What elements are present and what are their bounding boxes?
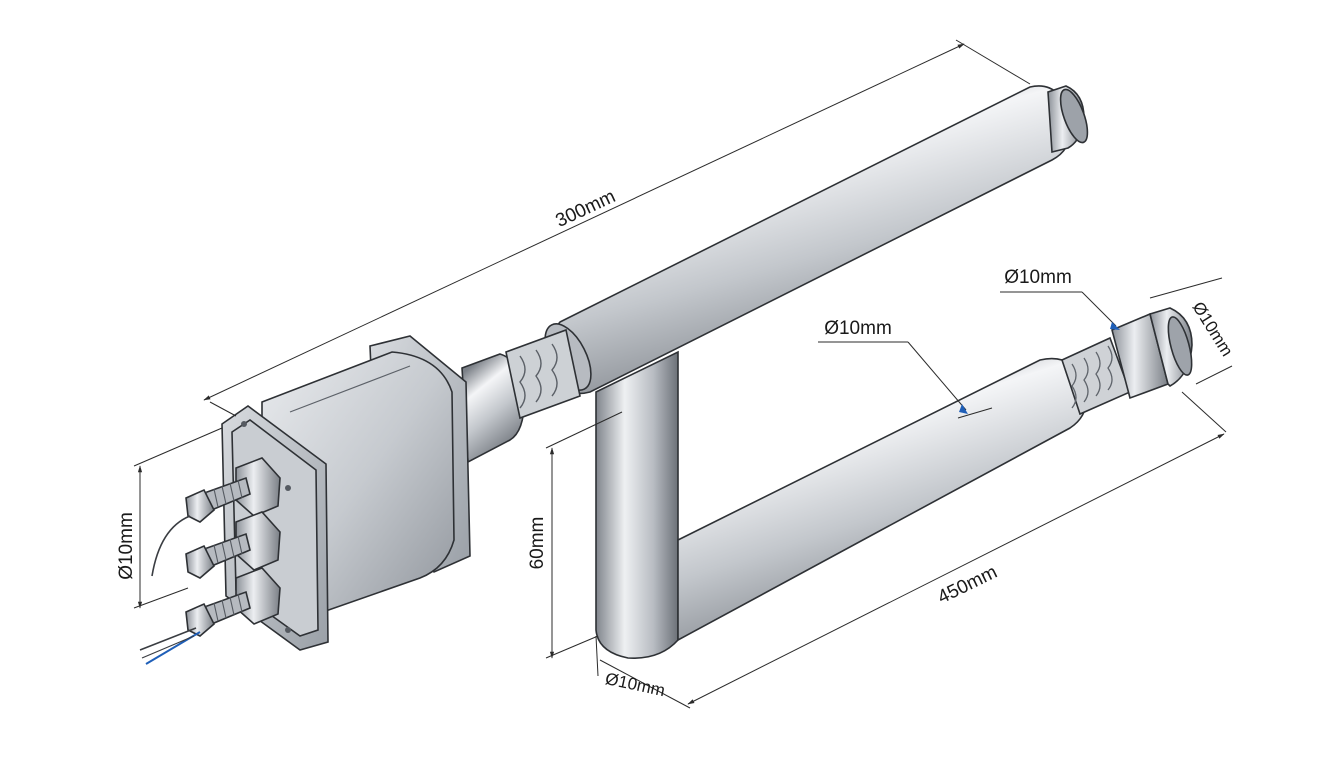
dim-60mm-label: 60mm: [527, 517, 548, 570]
dimension-60mm: 60mm: [527, 411, 623, 659]
dimension-mid-diameter: Ø10mm: [818, 318, 993, 419]
terminal-1: [185, 457, 281, 523]
dim-top-right-diameter-label: Ø10mm: [1004, 267, 1072, 288]
dim-left-diameter-label: Ø10mm: [116, 512, 137, 580]
upper-tube: [544, 85, 1089, 395]
dim-right-diameter-label: Ø10mm: [1189, 298, 1237, 359]
dim-mid-diameter-label: Ø10mm: [824, 318, 892, 339]
lead-wires: [139, 515, 201, 665]
right-end-fitting: [1061, 307, 1193, 416]
dimension-top-right-diameter: Ø10mm: [1000, 267, 1120, 330]
left-neck-bellows: [461, 328, 581, 464]
dim-bottom-diameter-label: Ø10mm: [604, 669, 667, 700]
dim-450mm-label: 450mm: [935, 562, 1001, 609]
terminal-3: [185, 567, 281, 637]
dim-300mm-label: 300mm: [553, 186, 619, 232]
dimension-left-diameter: Ø10mm: [116, 427, 223, 609]
lower-tube: [677, 357, 1088, 642]
terminal-2: [185, 511, 281, 579]
vertical-leg: [595, 350, 679, 659]
